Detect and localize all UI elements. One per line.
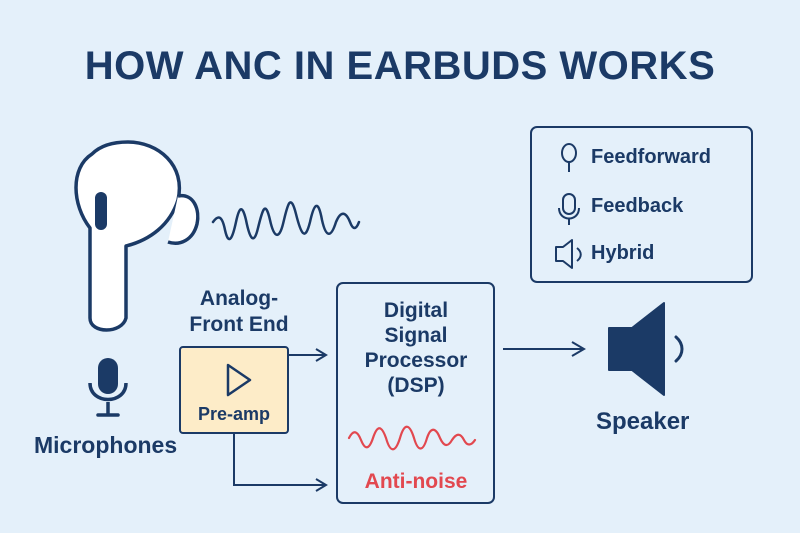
dsp-label: Digital Signal Processor (DSP) <box>364 299 468 397</box>
microphone-icon <box>88 358 128 417</box>
legend-box <box>530 126 753 283</box>
microphones-label: Microphones <box>34 432 178 458</box>
speaker-label: Speaker <box>596 408 690 435</box>
legend-item-feedforward: Feedforward <box>591 146 712 168</box>
anti-noise-label: Anti-noise <box>364 470 468 493</box>
play-triangle-icon <box>226 363 252 397</box>
analog-front-end-label: Analog- Front End <box>189 287 289 336</box>
page-title: HOW ANC IN EARBUDS WORKS <box>84 44 716 88</box>
legend-item-hybrid: Hybrid <box>591 242 655 264</box>
legend-item-feedback: Feedback <box>591 195 684 217</box>
pin-mic-icon <box>561 143 577 172</box>
arrow-preamp-to-anti-noise <box>233 433 328 492</box>
speaker-outline-icon <box>555 239 582 269</box>
noise-wave <box>211 201 361 241</box>
earbud-icon <box>74 140 200 332</box>
microphone-icon <box>558 193 580 225</box>
speaker-icon <box>608 302 684 396</box>
anti-noise-wave <box>347 425 477 451</box>
preamp-label: Pre-amp <box>197 404 271 424</box>
dsp-block <box>336 282 495 504</box>
arrow-preamp-to-dsp <box>288 348 328 362</box>
arrow-dsp-to-speaker <box>503 341 586 357</box>
